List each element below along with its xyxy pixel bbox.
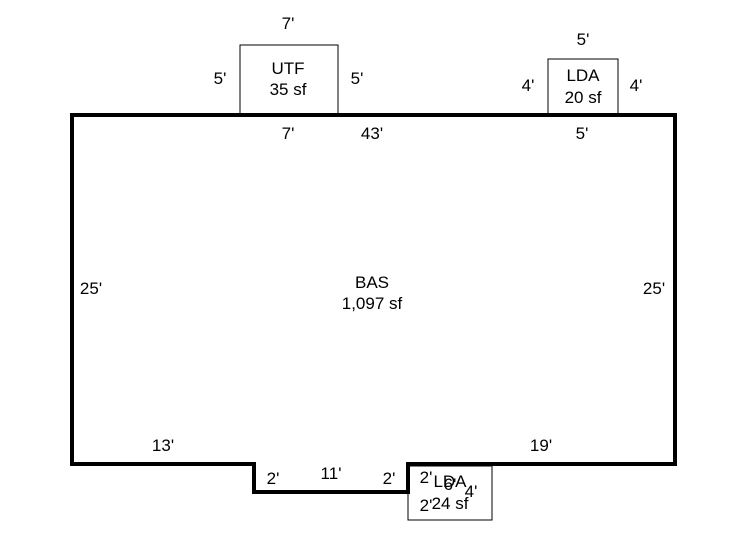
dim-bas-top: 43' (361, 124, 383, 143)
lda-top-code-label: LDA (566, 66, 600, 85)
bas-area-label: 1,097 sf (342, 294, 403, 313)
dim-utf-right: 5' (351, 69, 364, 88)
utf-outline (239, 44, 339, 113)
utf-area-label: 35 sf (270, 80, 307, 99)
lda-bottom-area-label: 24 sf (432, 494, 469, 513)
dim-bas-left: 25' (80, 279, 102, 298)
dim-lda-top-top: 5' (577, 30, 590, 49)
dim-lda-top-right: 4' (630, 76, 643, 95)
dim-lda-bottom-right: 4' (465, 482, 478, 501)
utf-code-label: UTF (271, 59, 304, 78)
dim-lda-bottom-top-mid: 6' (444, 475, 457, 494)
dim-bas-notch-left: 2' (267, 469, 280, 488)
dim-bas-notch-bottom: 11' (321, 464, 342, 483)
bas-outline (70, 113, 677, 494)
lda-bottom-outline (407, 465, 493, 521)
dim-lda-bottom-left-low: 2' (420, 496, 433, 515)
lda-top-area-label: 20 sf (565, 88, 602, 107)
dim-bas-right: 25' (643, 279, 665, 298)
dim-lda-bottom-top-left: 2' (420, 468, 433, 487)
dim-bas-bottom-right: 19' (530, 436, 552, 455)
dim-utf-left: 5' (214, 69, 227, 88)
dim-bas-bottom-left: 13' (152, 436, 174, 455)
lda-top-outline (547, 58, 619, 113)
bas-code-label: BAS (355, 273, 389, 292)
dim-utf-top: 7' (282, 14, 295, 33)
dim-bas-top-right: 5' (576, 124, 589, 143)
dim-bas-top-left: 7' (282, 124, 295, 143)
dim-bas-notch-right: 2' (383, 469, 396, 488)
lda-bottom-code-label: LDA (433, 472, 467, 491)
dim-lda-top-left: 4' (522, 76, 535, 95)
